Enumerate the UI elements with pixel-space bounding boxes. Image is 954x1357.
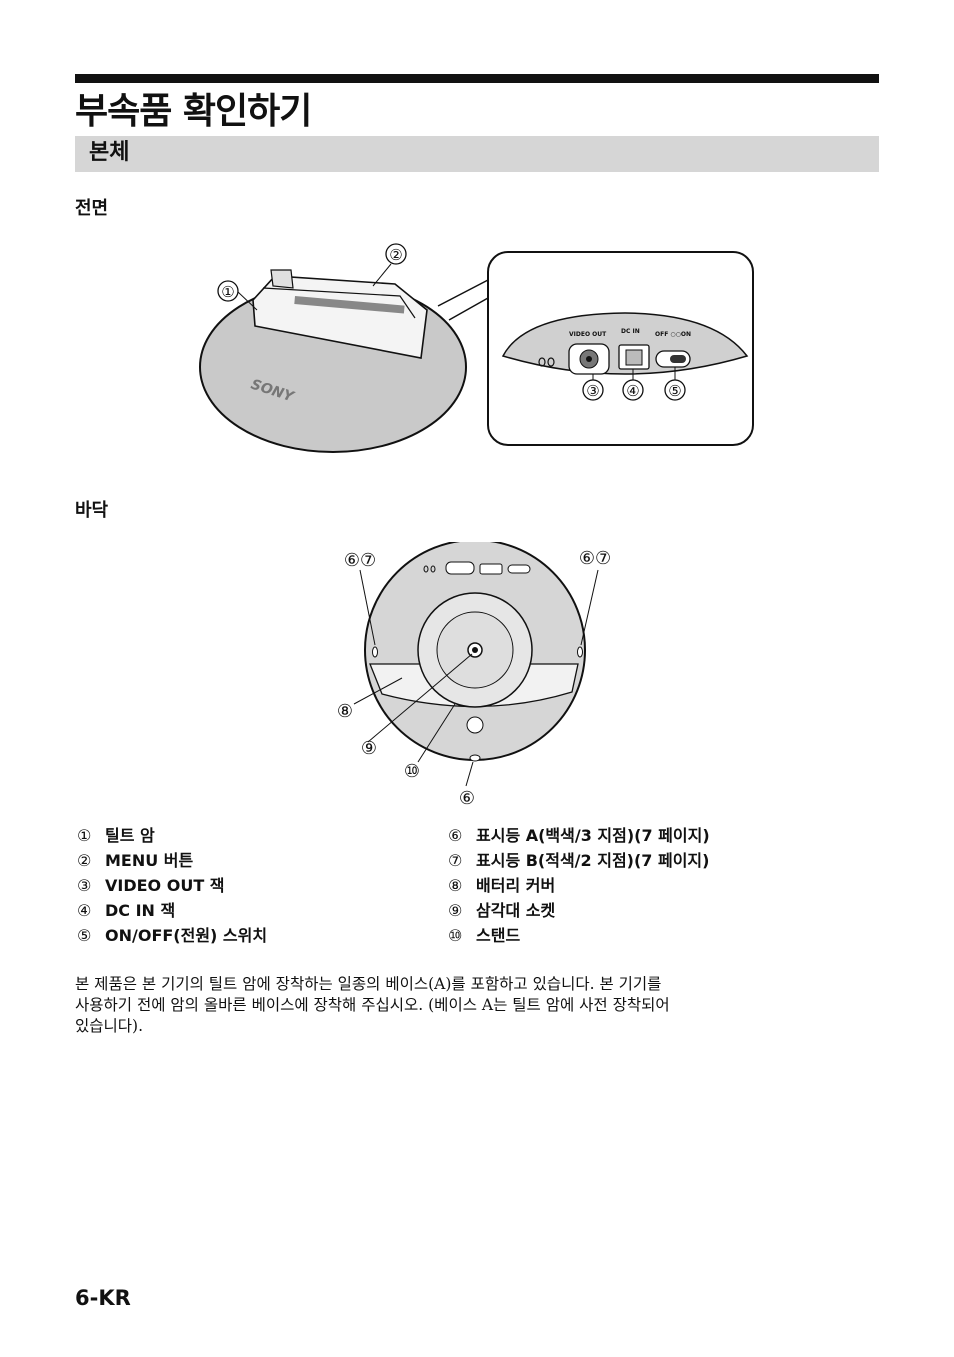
small-knob [466, 716, 484, 734]
page-number: 6-KR [75, 1286, 131, 1310]
callout-3: ③ [586, 382, 599, 400]
callout-67-left: ⑥⑦ [344, 550, 376, 571]
connector-strip [294, 296, 405, 314]
bottom-figure: ⑥⑦ ⑥⑦ ⑧ ⑨ ⑩ ⑥ [337, 542, 611, 809]
front-figure: SONY ① ② VIDEO OUT DC IN OFF ○○ON ③ ④ ⑤ [199, 243, 754, 453]
indicator-left-2 [547, 357, 555, 367]
callout-1: ① [221, 283, 234, 301]
device-top [270, 269, 294, 289]
port-3 [507, 564, 531, 574]
side-indicator-right [577, 646, 583, 658]
callout-4: ④ [626, 382, 639, 400]
bottom-heading: 바닥 [75, 500, 109, 521]
port-1 [445, 561, 475, 575]
note-line-1: 본 제품은 본 기기의 틸트 암에 장착하는 일종의 베이스(A)를 포함하고 … [75, 975, 662, 993]
zoom-connector [437, 279, 489, 321]
label-video-out: VIDEO OUT [569, 331, 607, 338]
callout-9: ⑨ [361, 738, 377, 759]
callout-10: ⑩ [404, 761, 420, 782]
label-off-on: OFF ○○ON [655, 331, 691, 338]
callout-8: ⑧ [337, 701, 353, 722]
page-title: 부속품 확인하기 [75, 91, 312, 132]
front-heading: 전면 [75, 198, 109, 219]
title-rule [75, 74, 879, 83]
callout-2: ② [389, 246, 402, 264]
bottom-indicator [469, 754, 481, 762]
callout-5: ⑤ [668, 382, 681, 400]
section-bar: 본체 [75, 136, 879, 172]
label-dc-in: DC IN [621, 328, 640, 335]
device-slot [262, 287, 416, 319]
note-line-2: 사용하기 전에 암의 올바른 베이스에 장착해 주십시오. (베이스 A는 틸트… [75, 996, 670, 1014]
section-title: 본체 [89, 140, 130, 165]
callout-67-right: ⑥⑦ [579, 548, 611, 569]
indicator-left-1 [538, 357, 546, 367]
note-paragraph: 본 제품은 본 기기의 틸트 암에 장착하는 일종의 베이스(A)를 포함하고 … [75, 974, 875, 1037]
side-indicator-left [372, 646, 378, 658]
port-2 [479, 563, 503, 575]
callout-6-bottom: ⑥ [459, 788, 475, 809]
note-line-3: 있습니다). [75, 1017, 144, 1035]
